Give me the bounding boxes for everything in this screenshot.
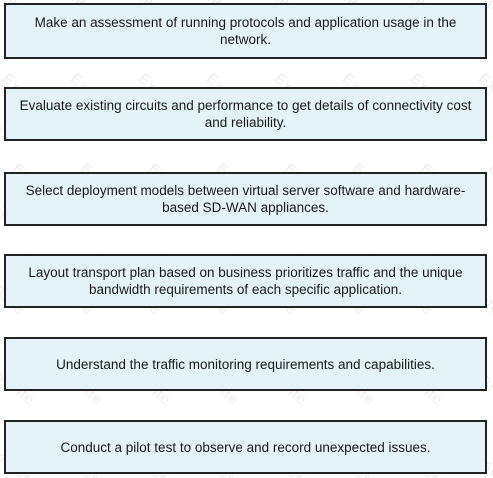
step-text: Layout transport plan based on business … [28, 265, 463, 297]
step-box-evaluate-circuits[interactable]: Evaluate existing circuits and performan… [4, 87, 487, 141]
step-box-assess-protocols[interactable]: Make an assessment of running protocols … [4, 3, 487, 59]
step-box-traffic-monitoring[interactable]: Understand the traffic monitoring requir… [4, 337, 487, 391]
step-box-pilot-test[interactable]: Conduct a pilot test to observe and reco… [4, 420, 487, 474]
step-text: Select deployment models between virtual… [25, 183, 466, 215]
step-box-select-deployment[interactable]: Select deployment models between virtual… [4, 172, 487, 226]
step-text: Understand the traffic monitoring requir… [56, 356, 435, 372]
step-text: Make an assessment of running protocols … [34, 15, 457, 47]
step-box-layout-transport[interactable]: Layout transport plan based on business … [4, 254, 487, 308]
step-text: Evaluate existing circuits and performan… [19, 98, 472, 130]
step-text: Conduct a pilot test to observe and reco… [60, 439, 431, 455]
